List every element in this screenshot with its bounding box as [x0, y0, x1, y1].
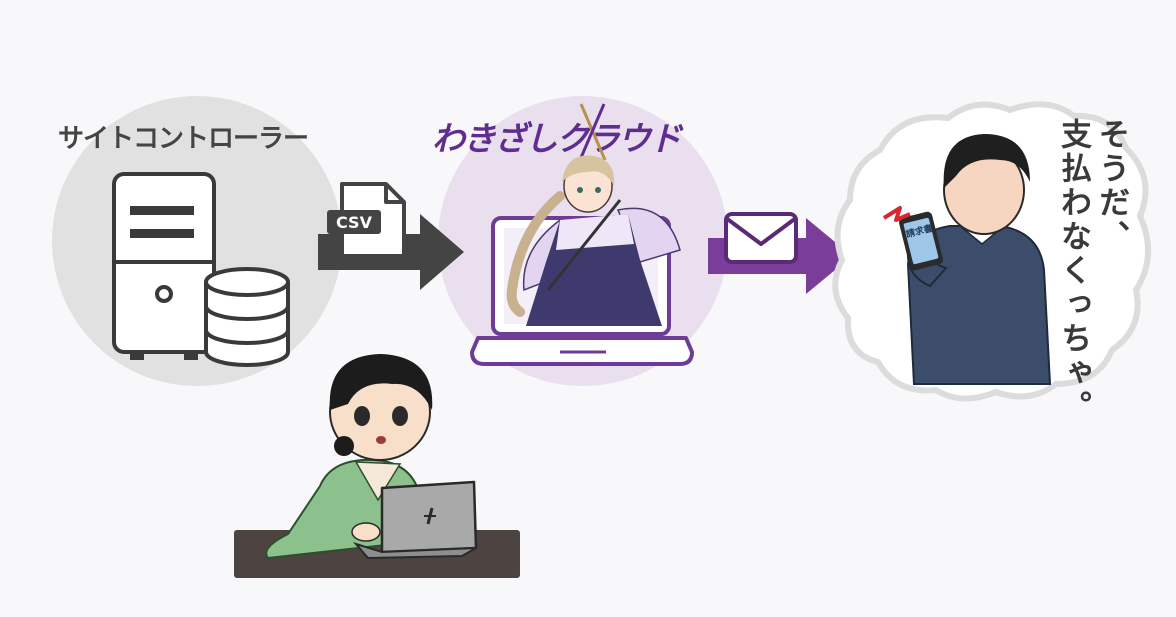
brand-logo-text: わきざしクラウド — [432, 119, 682, 158]
thought-text: そうだ、支払わなくっちゃ。 — [1055, 118, 1129, 424]
csv-label: CSV — [336, 213, 373, 232]
site-controller-label: サイトコントローラー — [58, 124, 309, 154]
woman-laptop-icon — [352, 480, 478, 560]
phone-icon — [899, 211, 943, 271]
